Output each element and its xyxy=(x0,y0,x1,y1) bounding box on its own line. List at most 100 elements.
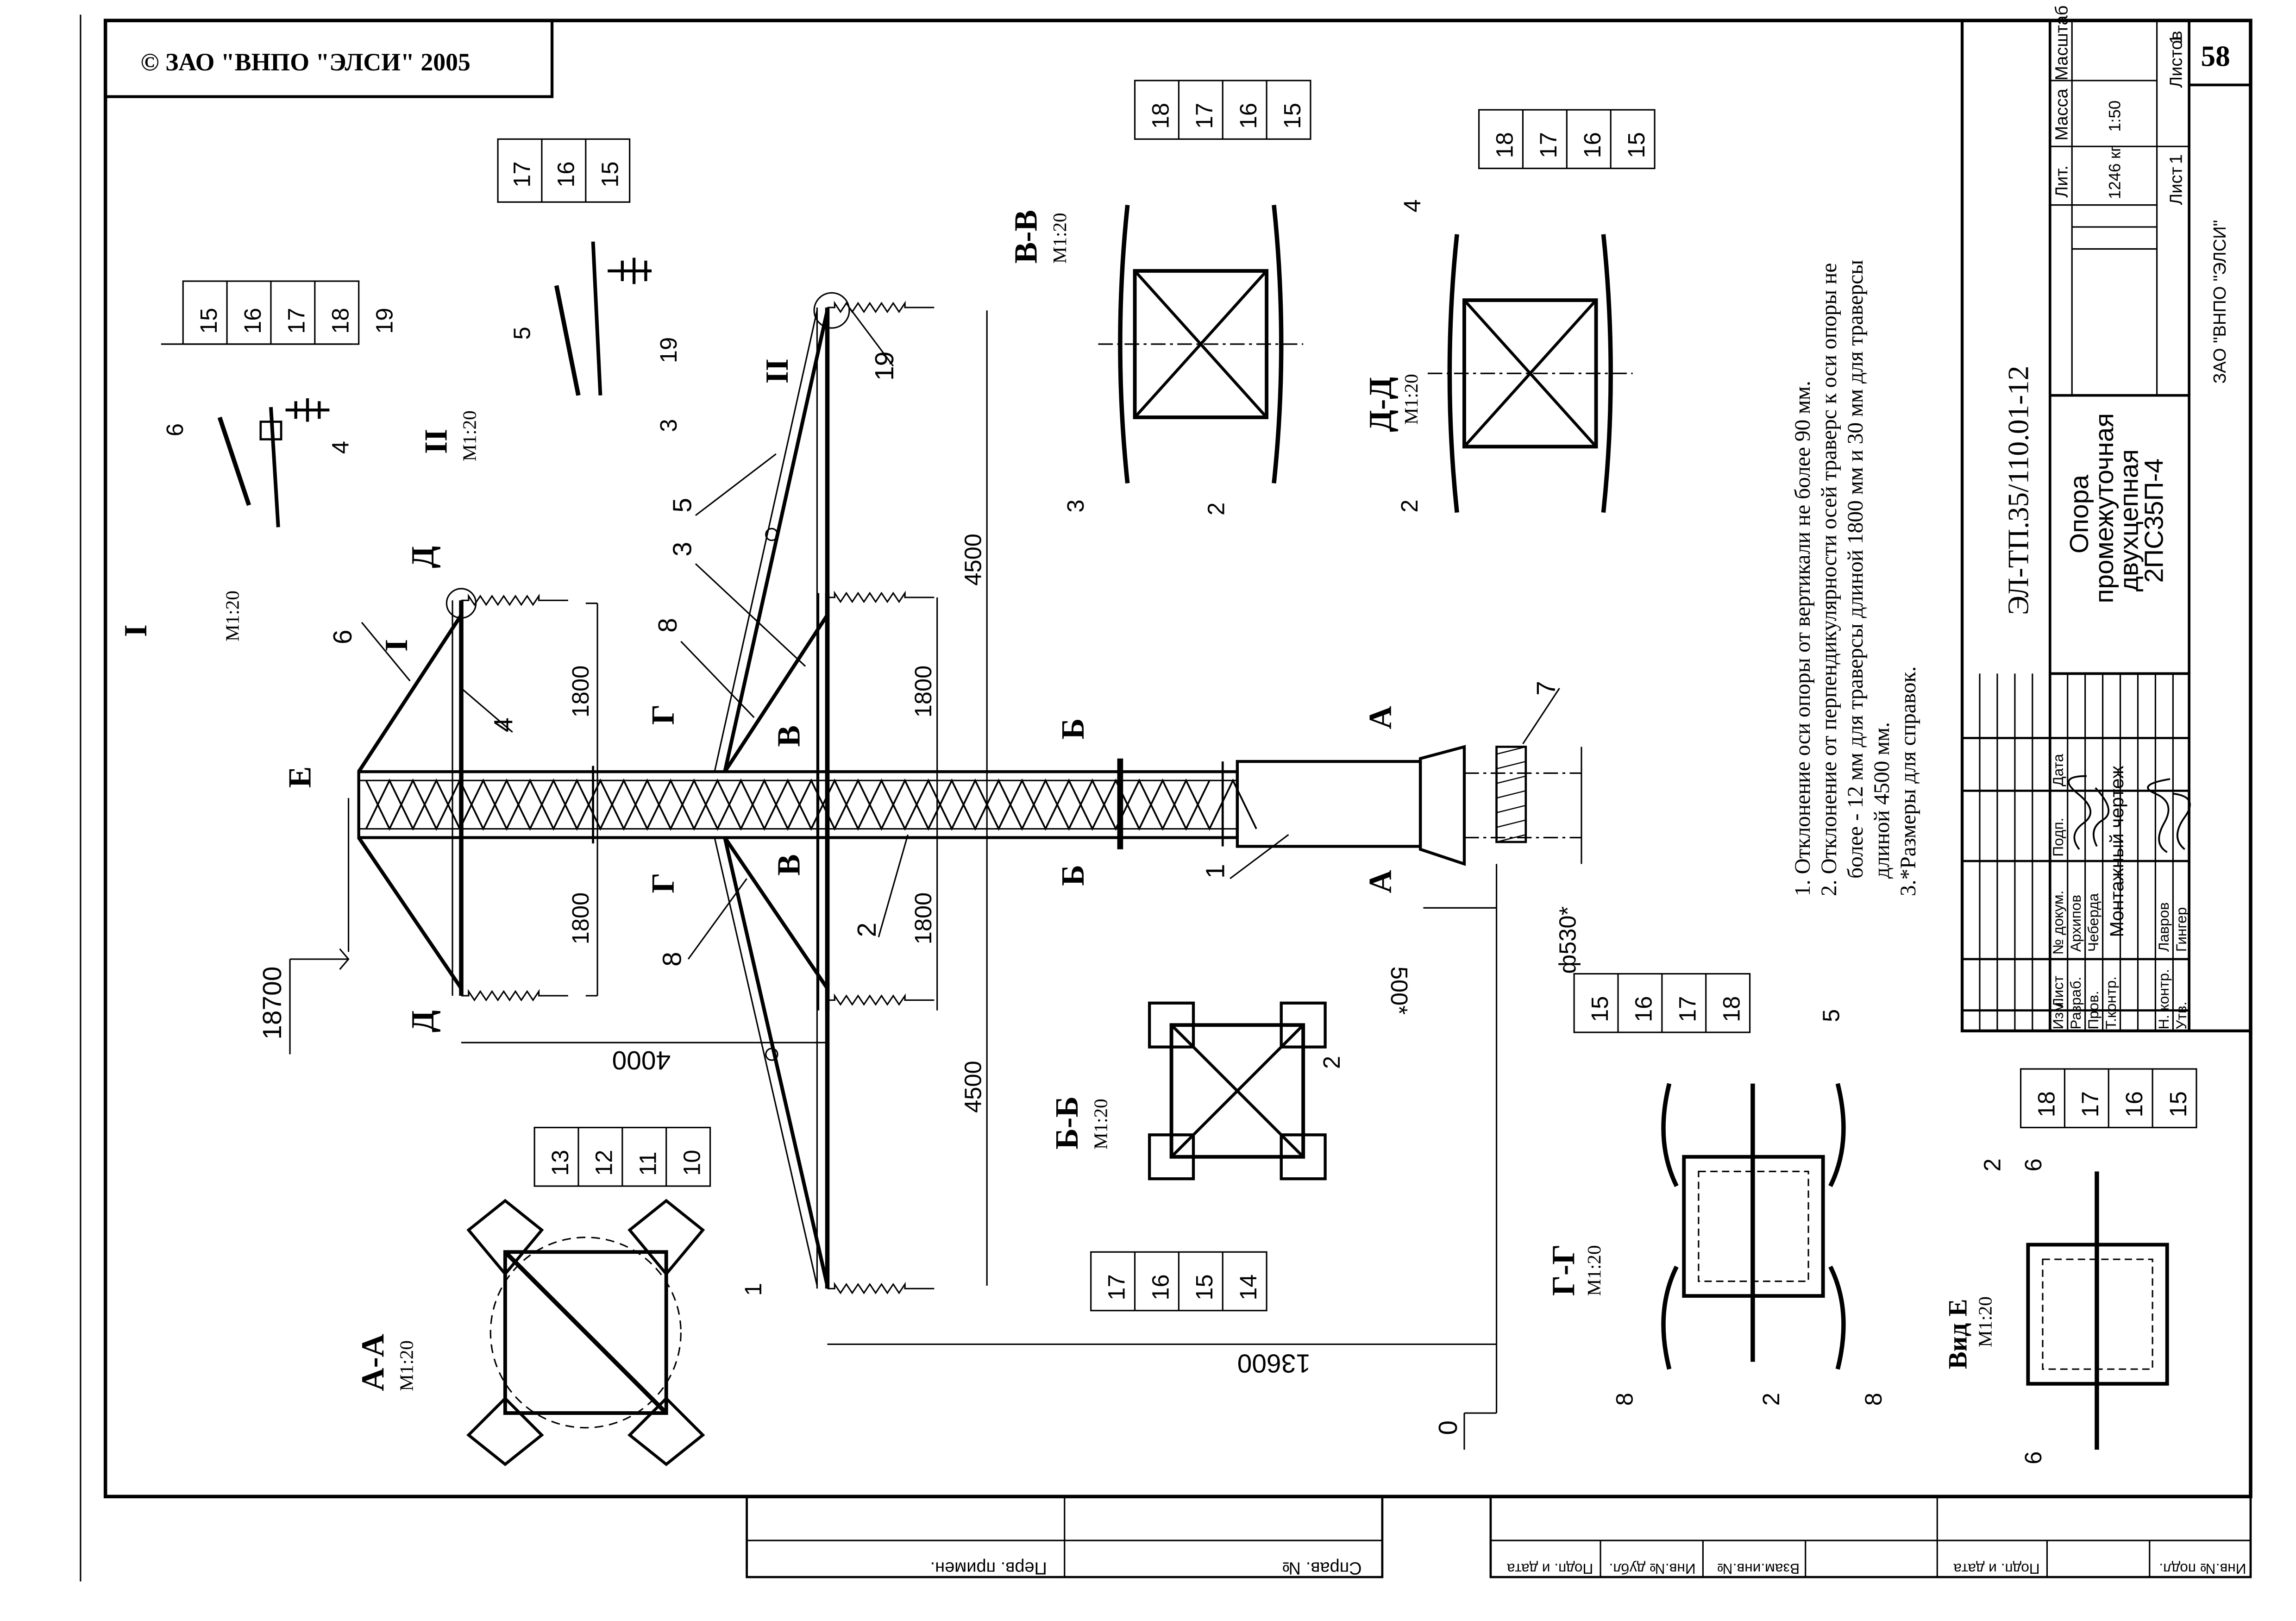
dim-4000: 4000 xyxy=(612,1045,671,1075)
section-VV: В-В М1:20 18 17 16 15 3 2 xyxy=(1009,80,1311,515)
row-tkontr: Т.контр. xyxy=(2102,976,2119,1030)
note-2b: более - 12 мм для траверсы длиной 1800 м… xyxy=(1844,260,1868,879)
stamp-podp-data-1: Подп. и дата xyxy=(1507,1561,1593,1577)
DD-pos-2: 2 xyxy=(1396,499,1423,512)
signature-nkontr xyxy=(2147,778,2171,853)
row-prov: Пров. xyxy=(2085,991,2102,1029)
section-AA-title: А-А xyxy=(355,1334,391,1391)
dim-1800-c: 1800 xyxy=(910,666,936,718)
E-pos-16: 16 xyxy=(2121,1091,2147,1117)
I-pos-15: 15 xyxy=(195,308,222,334)
section-DD-title: Д-Д xyxy=(1363,377,1399,432)
detail-II-scale: М1:20 xyxy=(459,410,480,461)
AA-pos-1: 1 xyxy=(740,1283,766,1296)
col-list: Лист xyxy=(2050,976,2066,1008)
VV-pos-16: 16 xyxy=(1235,103,1261,129)
notes: 1. Отклонение оси опоры от вертикали не … xyxy=(1791,260,1920,896)
marker-D-top: Д xyxy=(405,546,441,568)
marker-G-bottom: Г xyxy=(646,873,681,893)
section-AA-scale: М1:20 xyxy=(396,1340,417,1391)
section-GG-title: Г-Г xyxy=(1546,1244,1581,1296)
scale-value: 1:50 xyxy=(2107,101,2124,132)
II-pos-15: 15 xyxy=(596,161,623,187)
name-prov: Чеберда xyxy=(2085,893,2102,952)
I-pos-6: 6 xyxy=(162,423,188,436)
pos-19-main: 19 xyxy=(870,352,899,381)
sheets-label: Листов xyxy=(2166,31,2186,88)
GG-pos-5: 5 xyxy=(1818,1009,1844,1022)
hdr-lit: Лит. xyxy=(2052,165,2072,198)
GG-pos-8a: 8 xyxy=(1612,1393,1638,1406)
name-nkontr: Лавров xyxy=(2155,902,2172,952)
II-pos-17: 17 xyxy=(509,161,535,187)
AA-pos-12: 12 xyxy=(591,1150,617,1176)
dim-4500-b: 4500 xyxy=(960,1061,986,1113)
marker-E: Е xyxy=(282,767,318,788)
section-DD-scale: М1:20 xyxy=(1400,374,1422,425)
E-pos-15: 15 xyxy=(2165,1091,2191,1117)
pos-2-main: 2 xyxy=(852,923,882,937)
DD-pos-18: 18 xyxy=(1491,132,1518,158)
dimension-lines: 18700 4000 13600 1800 1800 1800 1800 450… xyxy=(257,310,1582,1450)
sheets-value: 1 xyxy=(2166,34,2186,44)
BB-pos-16: 16 xyxy=(1147,1274,1173,1300)
row-nkontr: Н. контр. xyxy=(2155,969,2172,1029)
detail-II-title: II xyxy=(418,429,454,454)
signature-razrab xyxy=(2068,775,2092,850)
col-doc: № докум. xyxy=(2050,891,2066,955)
pos-5-main: 5 xyxy=(667,498,697,513)
section-markers: Е Д Д I Г Г В В II Б Б А А xyxy=(282,358,1399,1032)
I-pos-19: 19 xyxy=(371,308,397,334)
GG-pos-2: 2 xyxy=(1758,1393,1784,1406)
hdr-mass: Масса xyxy=(2052,88,2072,140)
marker-B-bottom: Б xyxy=(1055,865,1091,886)
VV-pos-18: 18 xyxy=(1147,103,1173,129)
DD-pos-15: 15 xyxy=(1623,132,1650,158)
stamp-vzam-inv: Взам.инв.№ xyxy=(1717,1561,1800,1577)
E-pos-2: 2 xyxy=(1979,1158,2005,1171)
VV-pos-15: 15 xyxy=(1279,103,1305,129)
GG-pos-17: 17 xyxy=(1675,996,1701,1022)
col-izm: Изм. xyxy=(2050,998,2066,1030)
DD-pos-17: 17 xyxy=(1535,132,1562,158)
drawing-type: Монтажный чертеж xyxy=(2106,766,2127,937)
view-E: Вид Е М1:20 18 17 16 15 2 6 6 xyxy=(1944,1068,2197,1464)
I-pos-16: 16 xyxy=(239,308,266,334)
dim-4500-a: 4500 xyxy=(960,534,986,586)
marker-G-top: Г xyxy=(646,704,681,725)
E-pos-18: 18 xyxy=(2033,1091,2059,1117)
dim-1800-b: 1800 xyxy=(567,892,594,945)
section-VV-scale: М1:20 xyxy=(1049,213,1070,264)
BB-pos-2: 2 xyxy=(1318,1056,1345,1069)
note-3: 3.*Размеры для справок. xyxy=(1896,666,1920,896)
row-utv: Утв. xyxy=(2173,1002,2189,1030)
I-pos-4: 4 xyxy=(327,441,354,454)
section-DD: Д-Д М1:20 18 17 16 15 4 2 xyxy=(1363,109,1656,513)
BB-pos-15: 15 xyxy=(1191,1274,1217,1300)
dim-1800-d: 1800 xyxy=(910,892,936,945)
VV-pos-2: 2 xyxy=(1203,503,1229,515)
E-pos-6b: 6 xyxy=(2020,1451,2046,1464)
copyright-text: © ЗАО "ВНПО "ЭЛСИ" 2005 xyxy=(141,48,470,76)
pos-6-main: 6 xyxy=(328,629,358,644)
GG-pos-15: 15 xyxy=(1587,996,1613,1022)
name-line-2: промежуточная xyxy=(2089,413,2119,603)
detail-II: II М1:20 17 16 15 5 3 19 xyxy=(418,138,682,461)
note-1: 1. Отклонение оси опоры от вертикали не … xyxy=(1791,381,1815,896)
stamp-sprav: Справ. № xyxy=(1282,1558,1362,1578)
GG-pos-16: 16 xyxy=(1631,996,1657,1022)
bottom-stamps: Перв. примен. Справ. № Подп. и дата Инв.… xyxy=(746,1495,2252,1578)
AA-pos-13: 13 xyxy=(547,1150,573,1176)
DD-pos-4: 4 xyxy=(1399,199,1425,212)
DD-pos-16: 16 xyxy=(1579,132,1606,158)
marker-V-top: В xyxy=(771,725,807,747)
E-pos-17: 17 xyxy=(2077,1091,2103,1117)
name-line-4: 2ПС35П-4 xyxy=(2139,459,2169,583)
stamp-podp-data-2: Подп. и дата xyxy=(1953,1561,2040,1577)
BB-pos-14: 14 xyxy=(1235,1274,1261,1300)
stamp-inv-dubl: Инв.№ дубл. xyxy=(1609,1561,1696,1577)
section-GG-scale: М1:20 xyxy=(1583,1245,1605,1296)
note-2a: 2. Отклонение от перпендикулярности осей… xyxy=(1817,263,1841,896)
section-BB-title: Б-Б xyxy=(1049,1096,1085,1150)
